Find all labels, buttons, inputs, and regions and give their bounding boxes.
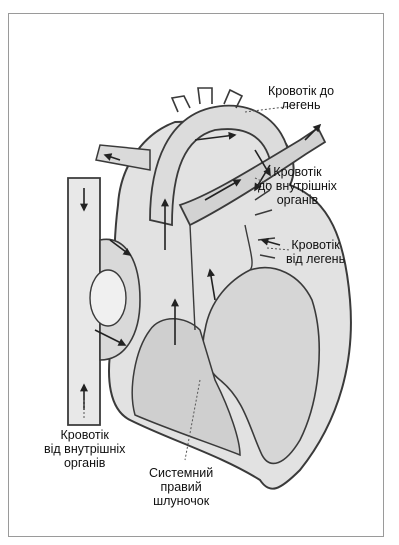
pulmonary-left bbox=[96, 145, 150, 170]
label-organs-out: Кровотік до внутрішніх органів bbox=[258, 165, 337, 207]
label-lungs-out: Кровотік до легень bbox=[268, 84, 334, 112]
label-lungs-in: Кровотік від легень bbox=[286, 238, 345, 266]
label-organs-in: Кровотік від внутрішніх органів bbox=[44, 428, 125, 470]
label-ventricle: Системний правий шлуночок bbox=[149, 466, 213, 508]
